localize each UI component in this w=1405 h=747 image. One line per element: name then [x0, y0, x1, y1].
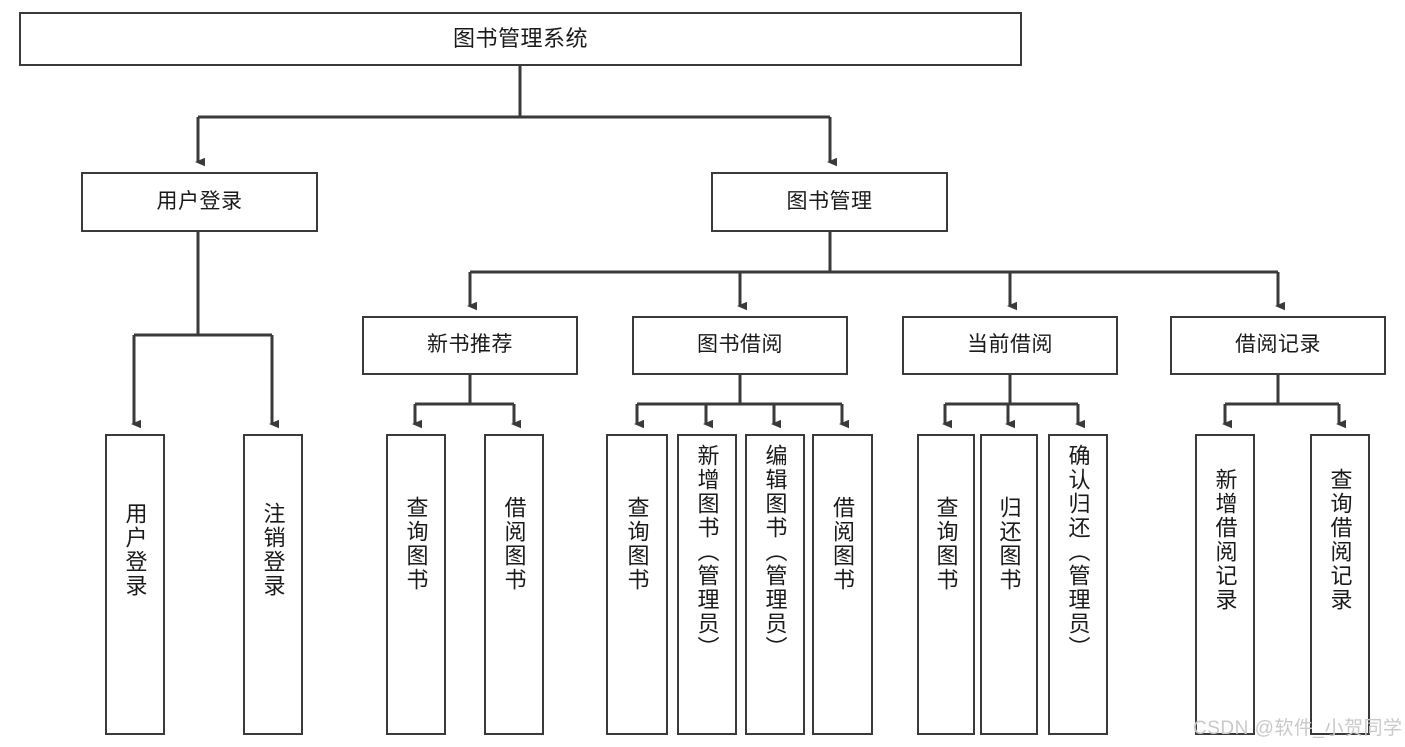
leaf-user-login[interactable]: 用户登录 — [105, 434, 165, 735]
node-book-borrow[interactable]: 图书借阅 — [632, 316, 848, 375]
leaf-query-book-borrow[interactable]: 查询图书 — [606, 434, 668, 735]
leaf-add-book-admin[interactable]: 新增图书（管理员） — [677, 434, 737, 735]
node-label: 查询借阅记录 — [1327, 468, 1353, 612]
leaf-return-book[interactable]: 归还图书 — [980, 434, 1038, 735]
node-label: 借阅图书 — [830, 496, 856, 592]
node-label: 用户登录 — [122, 502, 148, 598]
node-label: 归还图书 — [996, 496, 1022, 592]
node-label: 查询图书 — [933, 496, 959, 592]
node-label: 注销登录 — [260, 502, 286, 598]
leaf-add-borrow-record[interactable]: 新增借阅记录 — [1195, 434, 1255, 735]
node-label: 图书管理 — [786, 189, 873, 213]
leaf-query-book-current[interactable]: 查询图书 — [917, 434, 975, 735]
node-label: 用户登录 — [156, 189, 243, 213]
node-label: 查询图书 — [403, 496, 429, 592]
node-root-system[interactable]: 图书管理系统 — [19, 12, 1022, 66]
leaf-edit-book-admin[interactable]: 编辑图书（管理员） — [745, 434, 805, 735]
node-current-borrow[interactable]: 当前借阅 — [902, 316, 1118, 375]
node-label: 确认归还（管理员） — [1065, 444, 1091, 660]
node-borrow-record[interactable]: 借阅记录 — [1170, 316, 1386, 375]
leaf-query-book-recommend[interactable]: 查询图书 — [386, 434, 446, 735]
node-label: 新增借阅记录 — [1212, 468, 1238, 612]
leaf-query-borrow-record[interactable]: 查询借阅记录 — [1310, 434, 1370, 735]
node-label: 图书借阅 — [697, 333, 783, 357]
node-new-book-recommend[interactable]: 新书推荐 — [362, 316, 578, 375]
leaf-borrow-book-recommend[interactable]: 借阅图书 — [484, 434, 544, 735]
leaf-borrow-book[interactable]: 借阅图书 — [812, 434, 873, 735]
node-label: 新增图书（管理员） — [694, 444, 720, 660]
node-label: 借阅记录 — [1235, 333, 1321, 357]
leaf-user-logout[interactable]: 注销登录 — [243, 434, 303, 735]
node-label: 编辑图书（管理员） — [762, 444, 788, 660]
watermark: CSDN @软件_小贺同学 — [1193, 718, 1403, 739]
node-user-login[interactable]: 用户登录 — [81, 172, 318, 232]
node-label: 借阅图书 — [501, 496, 527, 592]
node-label: 新书推荐 — [427, 333, 513, 357]
leaf-confirm-return-admin[interactable]: 确认归还（管理员） — [1048, 434, 1108, 735]
node-label: 查询图书 — [624, 496, 650, 592]
node-label: 当前借阅 — [967, 333, 1053, 357]
node-book-management[interactable]: 图书管理 — [711, 172, 948, 232]
node-label: 图书管理系统 — [452, 26, 588, 52]
